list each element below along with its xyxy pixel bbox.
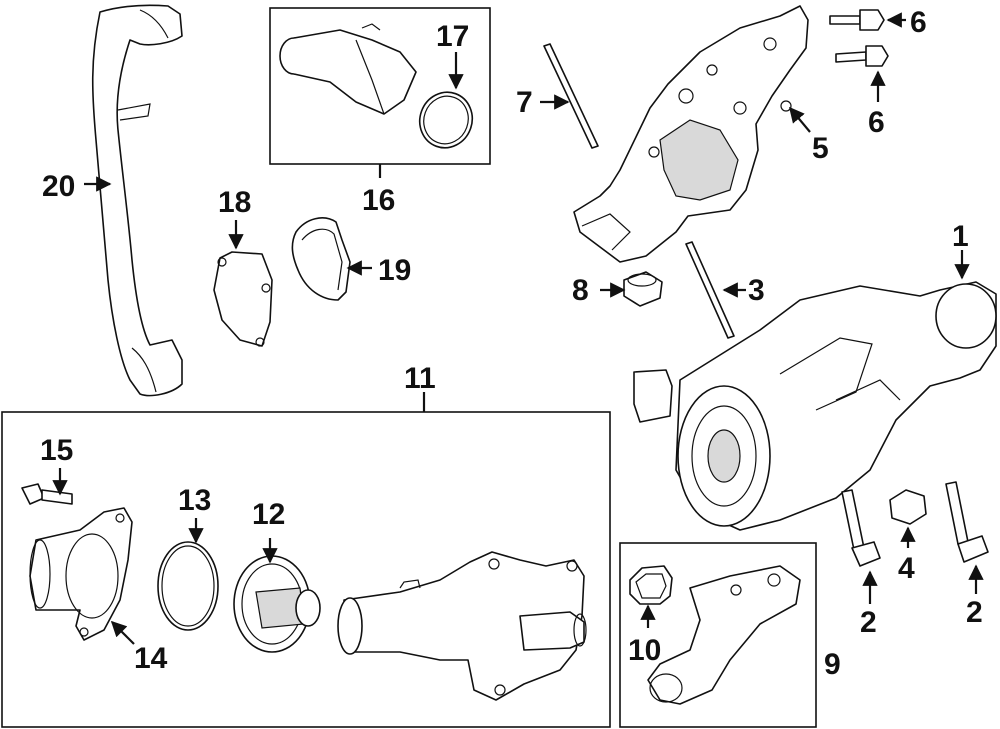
- nut-part-4: [889, 489, 927, 525]
- callout-2-right: 2: [966, 596, 983, 629]
- callout-11: 11: [404, 362, 436, 395]
- callout-6-lower: 6: [868, 106, 885, 139]
- hose-part-20: [91, 4, 183, 397]
- callout-10: 10: [628, 634, 661, 667]
- bolt-part-2-left: [841, 489, 881, 567]
- callout-13: 13: [178, 484, 211, 517]
- cover-part-14: [29, 507, 133, 641]
- o-ring-part-17: [418, 91, 474, 149]
- callout-19: 19: [378, 254, 411, 287]
- callout-15: 15: [40, 434, 73, 467]
- nut-part-8: [623, 271, 663, 307]
- bolt-part-6-upper: [829, 9, 885, 31]
- thermostat-part-12: [233, 555, 321, 653]
- leader-lines: [52, 12, 984, 645]
- bolt-part-15: [21, 483, 73, 505]
- callout-17: 17: [436, 20, 469, 53]
- outlet-part-16: [279, 23, 417, 115]
- housing-part-11: [337, 551, 587, 701]
- box-11: [1, 411, 611, 728]
- callout-labels: 1 2 2 3 4 5 6 6 7 8 9 10 11 12 13 14 15 …: [40, 6, 983, 681]
- bolt-part-2-right: [945, 481, 989, 563]
- callout-12: 12: [252, 498, 285, 531]
- callout-18: 18: [218, 186, 251, 219]
- callout-5: 5: [812, 132, 829, 165]
- callout-7: 7: [516, 86, 533, 119]
- callout-4: 4: [898, 552, 915, 585]
- callout-16: 16: [362, 184, 395, 217]
- pump-part-1: [633, 281, 997, 531]
- callout-20: 20: [42, 170, 75, 203]
- callout-3: 3: [748, 274, 765, 307]
- callout-9: 9: [824, 648, 841, 681]
- callout-2-left: 2: [860, 606, 877, 639]
- outlet-part-9: [647, 565, 801, 705]
- stud-part-7: [543, 43, 599, 149]
- cover-part-19: [291, 217, 351, 301]
- housing-part-5: [573, 5, 809, 263]
- callout-8: 8: [572, 274, 589, 307]
- callout-6-upper: 6: [910, 6, 927, 39]
- bolt-part-6-lower: [835, 45, 889, 67]
- callout-14: 14: [134, 642, 168, 675]
- box-9: [619, 542, 817, 728]
- stud-part-3: [685, 241, 735, 339]
- callout-1: 1: [952, 220, 969, 253]
- gasket-part-18: [213, 251, 273, 347]
- o-ring-part-13: [157, 541, 219, 631]
- gasket-part-10: [629, 565, 673, 605]
